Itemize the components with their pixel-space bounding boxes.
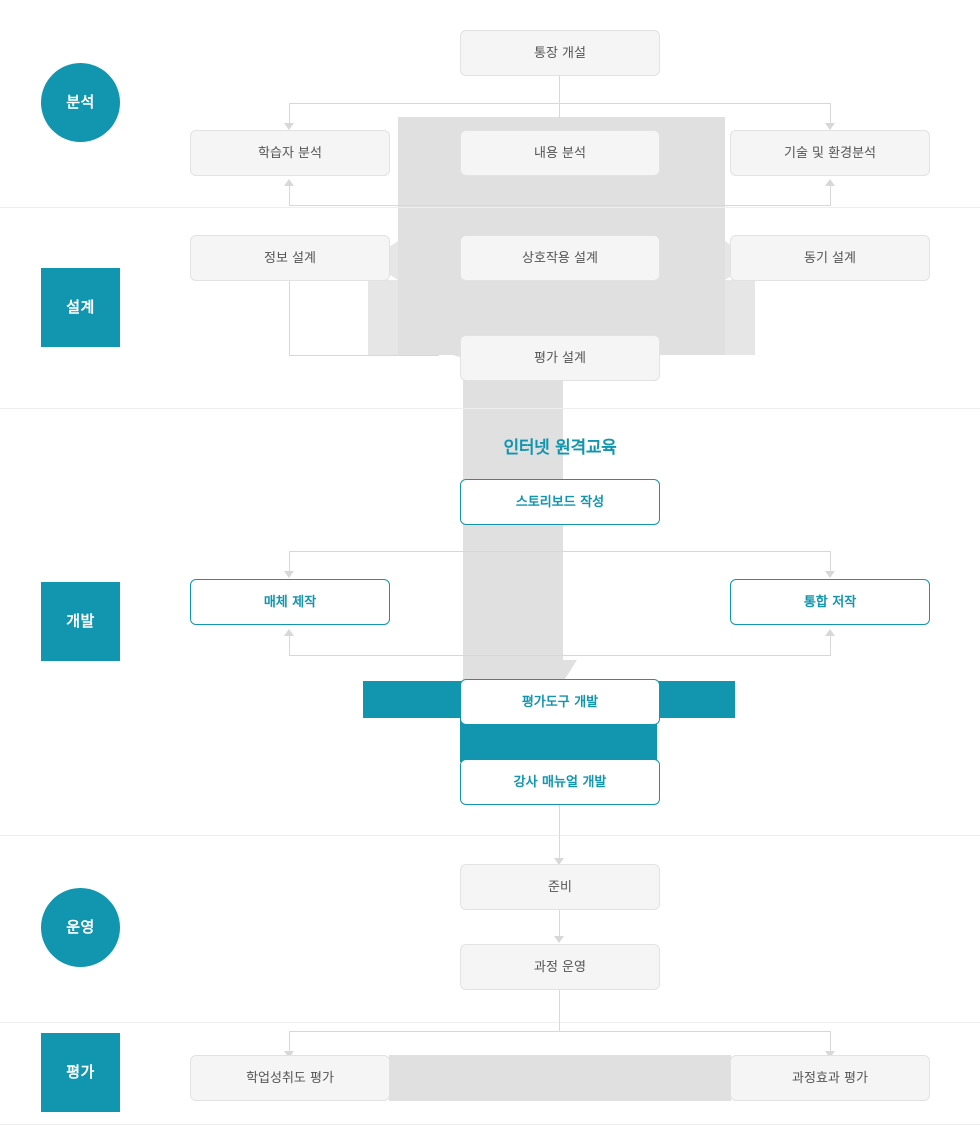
connector-learner-drop bbox=[289, 103, 290, 125]
stage-badge-evaluate[interactable]: 평가 bbox=[41, 1033, 120, 1112]
node-motivation-design-label: 동기 설계 bbox=[804, 250, 856, 266]
arrow-to-effect-eval bbox=[825, 1051, 835, 1058]
node-learner-analysis[interactable]: 학습자 분석 bbox=[190, 130, 390, 176]
arrow-up-learner-analysis bbox=[284, 179, 294, 186]
node-achievement-eval-label: 학업성취도 평가 bbox=[246, 1070, 334, 1086]
stage-badge-develop-label: 개발 bbox=[66, 612, 95, 630]
arrow-to-media-production bbox=[284, 571, 294, 578]
evaluation-link-bar bbox=[389, 1055, 731, 1101]
node-effect-eval-label: 과정효과 평가 bbox=[792, 1070, 868, 1086]
connector-tech-up bbox=[830, 186, 831, 206]
node-learner-analysis-label: 학습자 분석 bbox=[258, 145, 322, 161]
connector-author-up bbox=[830, 636, 831, 656]
connector-evaluate-bus bbox=[289, 1031, 830, 1032]
node-interaction-design-label: 상호작용 설계 bbox=[522, 250, 598, 266]
node-preparation-label: 준비 bbox=[548, 879, 572, 895]
stage-badge-operate[interactable]: 운영 bbox=[41, 888, 120, 967]
divider-analysis-design bbox=[0, 207, 980, 208]
node-account-open-label: 통장 개설 bbox=[534, 45, 586, 61]
divider-design-develop bbox=[0, 408, 980, 409]
divider-operate-evaluate bbox=[0, 1022, 980, 1023]
node-info-design[interactable]: 정보 설계 bbox=[190, 235, 390, 281]
spine-bottom-notch bbox=[563, 660, 577, 682]
funnel-left-wing bbox=[368, 280, 398, 355]
node-achievement-eval[interactable]: 학업성취도 평가 bbox=[190, 1055, 390, 1101]
arrow-up-integrated-author bbox=[825, 629, 835, 636]
stage-badge-design[interactable]: 설계 bbox=[41, 268, 120, 347]
node-course-operation-label: 과정 운영 bbox=[534, 959, 586, 975]
node-instructor-manual[interactable]: 강사 매뉴얼 개발 bbox=[460, 759, 660, 805]
connector-tech-drop bbox=[830, 103, 831, 125]
stage-badge-develop[interactable]: 개발 bbox=[41, 582, 120, 661]
connector-effect-drop bbox=[830, 1031, 831, 1053]
node-content-analysis[interactable]: 내용 분석 bbox=[460, 130, 660, 176]
connector-achievement-drop bbox=[289, 1031, 290, 1053]
node-interaction-design[interactable]: 상호작용 설계 bbox=[460, 235, 660, 281]
connector-prep-to-course bbox=[559, 910, 560, 938]
teal-bar-connector bbox=[460, 718, 657, 762]
connector-develop-feedback-bus bbox=[289, 655, 830, 656]
connector-develop-bus bbox=[289, 551, 830, 552]
connector-manual-to-prep bbox=[559, 805, 560, 860]
stage-badge-evaluate-label: 평가 bbox=[66, 1063, 95, 1081]
arrow-up-tech-analysis bbox=[825, 179, 835, 186]
node-integrated-author[interactable]: 통합 저작 bbox=[730, 579, 930, 625]
spine-left-notch bbox=[433, 340, 463, 358]
node-tech-env-analysis[interactable]: 기술 및 환경분석 bbox=[730, 130, 930, 176]
connector-course-down bbox=[559, 990, 560, 1032]
arrow-up-media-production bbox=[284, 629, 294, 636]
divider-develop-operate bbox=[0, 835, 980, 836]
arrow-to-achievement-eval bbox=[284, 1051, 294, 1058]
connector-media-drop bbox=[289, 551, 290, 573]
stage-badge-analysis[interactable]: 분석 bbox=[41, 63, 120, 142]
node-storyboard-label: 스토리보드 작성 bbox=[515, 494, 605, 510]
node-instructor-manual-label: 강사 매뉴얼 개발 bbox=[513, 774, 607, 790]
node-storyboard[interactable]: 스토리보드 작성 bbox=[460, 479, 660, 525]
node-motivation-design[interactable]: 동기 설계 bbox=[730, 235, 930, 281]
arrow-to-course-operation bbox=[554, 936, 564, 943]
node-effect-eval[interactable]: 과정효과 평가 bbox=[730, 1055, 930, 1101]
stage-badge-analysis-label: 분석 bbox=[66, 93, 95, 111]
stage-badge-operate-label: 운영 bbox=[66, 918, 95, 936]
node-eval-tool-dev[interactable]: 평가도구 개발 bbox=[460, 679, 660, 725]
connector-analysis-feedback-bus bbox=[289, 205, 830, 206]
node-integrated-author-label: 통합 저작 bbox=[803, 594, 857, 610]
node-tech-env-analysis-label: 기술 및 환경분석 bbox=[784, 145, 876, 161]
arrow-to-preparation bbox=[554, 858, 564, 865]
node-media-production[interactable]: 매체 제작 bbox=[190, 579, 390, 625]
node-eval-design[interactable]: 평가 설계 bbox=[460, 335, 660, 381]
connector-learner-up bbox=[289, 186, 290, 206]
connector-info-design-right bbox=[289, 355, 439, 356]
node-info-design-label: 정보 설계 bbox=[264, 250, 316, 266]
connector-account-down bbox=[559, 76, 560, 118]
arrow-to-learner-analysis bbox=[284, 123, 294, 130]
connector-media-up bbox=[289, 636, 290, 656]
arrow-to-integrated-author bbox=[825, 571, 835, 578]
connector-author-drop bbox=[830, 551, 831, 573]
node-media-production-label: 매체 제작 bbox=[263, 594, 317, 610]
arrow-to-tech-analysis bbox=[825, 123, 835, 130]
node-account-open[interactable]: 통장 개설 bbox=[460, 30, 660, 76]
section-caption-internet-distance-education: 인터넷 원격교육 bbox=[503, 438, 617, 458]
node-preparation[interactable]: 준비 bbox=[460, 864, 660, 910]
node-content-analysis-label: 내용 분석 bbox=[534, 145, 586, 161]
connector-info-design-down bbox=[289, 279, 290, 356]
connector-analysis-bus bbox=[289, 103, 830, 104]
node-course-operation[interactable]: 과정 운영 bbox=[460, 944, 660, 990]
node-eval-design-label: 평가 설계 bbox=[534, 350, 586, 366]
node-eval-tool-dev-label: 평가도구 개발 bbox=[521, 694, 599, 710]
funnel-right-wing bbox=[725, 280, 755, 355]
stage-badge-design-label: 설계 bbox=[66, 298, 95, 316]
